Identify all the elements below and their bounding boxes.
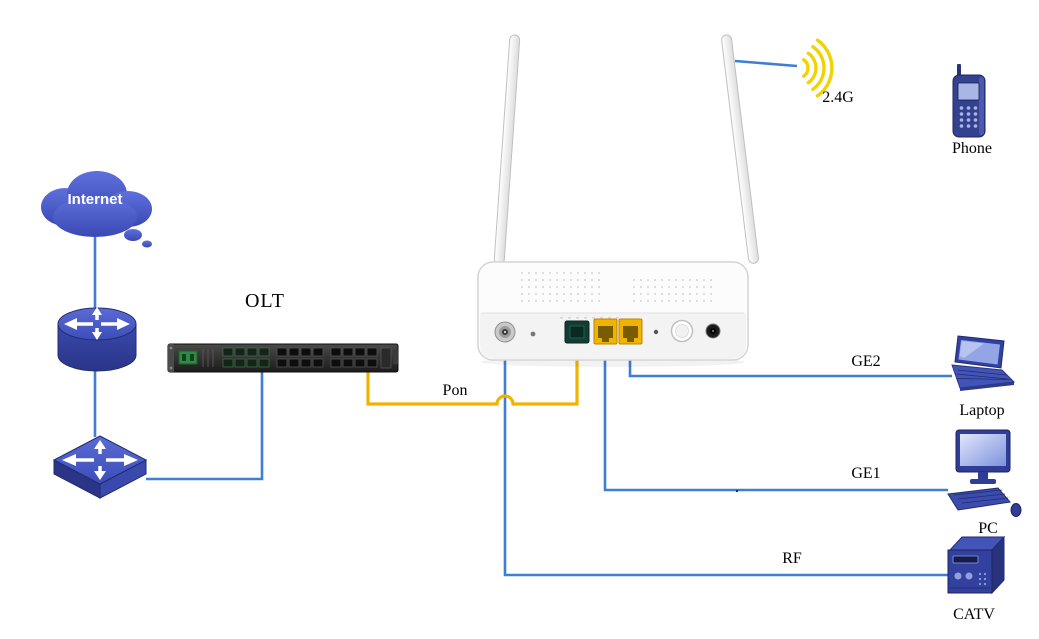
catv-label: CATV xyxy=(953,606,995,623)
link-rf xyxy=(503,350,948,577)
ge2-link-label: GE2 xyxy=(851,353,881,370)
olt-rj45-ports-2 xyxy=(330,347,378,368)
ge1-link-label: GE1 xyxy=(851,465,881,482)
pc-icon xyxy=(947,429,1022,517)
pc-label: PC xyxy=(978,520,998,537)
laptop-label: Laptop xyxy=(959,402,1005,419)
olt-sfp-ports xyxy=(222,347,270,368)
onu-device xyxy=(477,34,759,367)
switch-icon xyxy=(52,435,148,499)
ethernet-port-ge2 xyxy=(618,318,643,345)
link-antenna-wifi xyxy=(734,59,798,68)
stray-dot: . xyxy=(735,479,739,496)
onu-led-dot xyxy=(530,331,536,337)
onu-vent-dots-right xyxy=(630,275,712,303)
onu-led-markings xyxy=(560,317,619,319)
wifi-label: 2.4G xyxy=(822,89,854,106)
switch-arrows xyxy=(62,440,138,480)
coax-rf-port xyxy=(494,321,516,343)
link-pon xyxy=(366,350,579,406)
router-arrows xyxy=(64,307,130,340)
rf-link-label: RF xyxy=(782,550,802,567)
laptop-icon xyxy=(951,335,1016,391)
antenna-right xyxy=(721,34,759,264)
antenna-left xyxy=(493,34,521,265)
fiber-pon-port xyxy=(564,320,590,344)
link-ge1 xyxy=(603,350,948,492)
power-button xyxy=(670,319,694,343)
olt-label: OLT xyxy=(244,290,286,312)
router-icon xyxy=(57,307,137,372)
internet-label: Internet xyxy=(67,191,123,208)
pon-link-label: Pon xyxy=(442,382,468,399)
wifi-signal-icon xyxy=(802,38,834,98)
olt-rj45-ports-1 xyxy=(276,347,324,368)
phone-icon xyxy=(952,64,986,138)
internet-cloud-icon xyxy=(41,171,152,248)
dc-power-jack xyxy=(705,323,721,339)
olt-power-terminal xyxy=(178,350,198,365)
ethernet-port-ge1 xyxy=(593,318,618,345)
link-switch-olt xyxy=(146,372,264,481)
reset-pinhole xyxy=(653,329,659,335)
olt-device xyxy=(167,343,399,373)
onu-vent-dots-left xyxy=(520,271,602,305)
catv-icon xyxy=(947,535,1006,595)
phone-label: Phone xyxy=(952,140,992,157)
